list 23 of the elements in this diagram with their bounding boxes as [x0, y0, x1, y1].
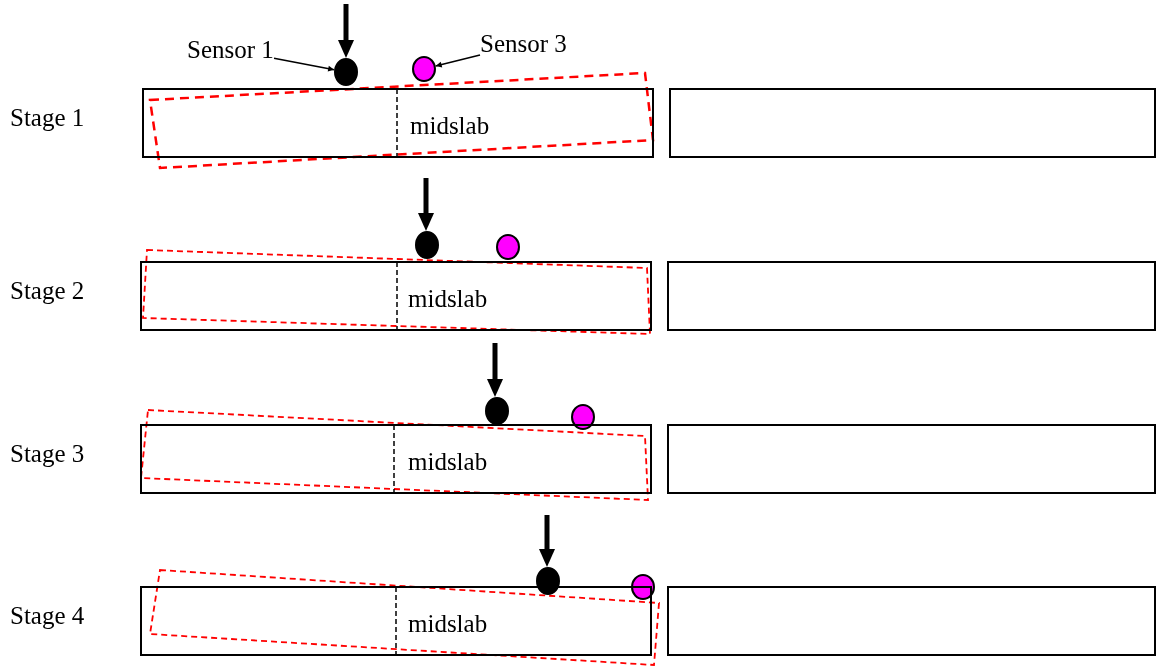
slab-box [140, 424, 652, 494]
slab-box [667, 261, 1156, 331]
slab-label: midslab [408, 610, 488, 638]
slab-box [142, 88, 654, 158]
slab-box [140, 586, 652, 656]
slab-box [669, 88, 1156, 158]
slab-box [667, 424, 1156, 494]
slab-label: midslab [410, 112, 490, 140]
slab-box [140, 261, 652, 331]
sensor-label: Sensor 1 [187, 36, 274, 64]
slab-label: midslab [408, 285, 488, 313]
stage-label: Stage 1 [10, 104, 85, 132]
sensor-dot [571, 404, 595, 430]
sensor-dot [496, 234, 520, 260]
stage-label: Stage 2 [10, 277, 85, 305]
sensor-dot [412, 56, 436, 82]
stage-label: Stage 4 [10, 602, 85, 630]
leader-line [434, 54, 481, 68]
stage-label: Stage 3 [10, 440, 85, 468]
slab-box [667, 586, 1156, 656]
sensor-label: Sensor 3 [480, 30, 567, 58]
slab-label: midslab [408, 448, 488, 476]
leader-line [273, 57, 335, 72]
